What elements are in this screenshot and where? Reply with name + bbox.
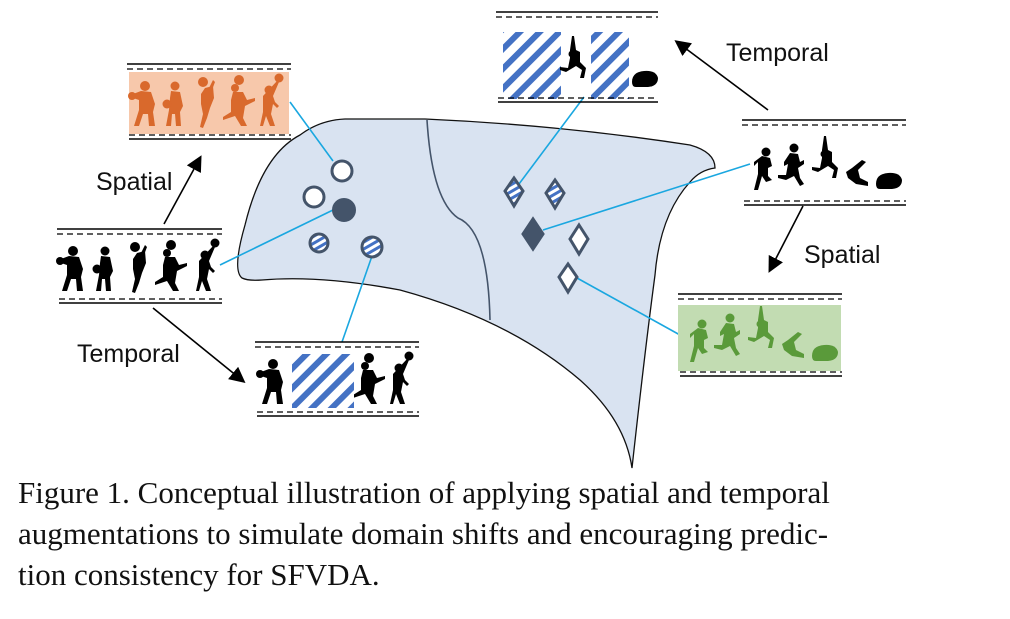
spatial-label-right: Spatial [804, 241, 880, 269]
filled-diamond-marker [521, 216, 545, 252]
connector-temporal-lj-to-striped-diamond [518, 96, 585, 185]
temporal-arrow-left [152, 307, 246, 384]
connector-lines [219, 96, 751, 343]
connector-black-lj-to-filled-diamond [542, 163, 751, 231]
feature-manifold [237, 118, 716, 469]
striped-diamond-marker [503, 175, 525, 209]
masked-frames-stripes [503, 32, 561, 99]
striped-circle-marker [360, 235, 384, 259]
clip-basketball-spatial [127, 63, 291, 140]
spatial-arrow-right [768, 205, 804, 273]
clip-longjump-temporal [496, 11, 658, 103]
augmentation-arrows [152, 40, 804, 384]
temporal-label-left: Temporal [77, 340, 180, 368]
striped-circle-marker [308, 232, 330, 254]
clip-basketball-temporal [255, 341, 419, 417]
connector-green-lj-to-diamond [576, 277, 681, 336]
connector-black-bb-to-filled-circle [219, 209, 334, 266]
hollow-circle-marker [330, 159, 354, 183]
hollow-circle-marker [302, 185, 326, 209]
spatial-label-left: Spatial [96, 168, 172, 196]
temporal-label-right: Temporal [726, 39, 829, 67]
figure-illustration: Spatial Temporal Temporal Spatial [56, 11, 906, 469]
hollow-diamond-marker [568, 222, 590, 257]
filled-circle-marker [332, 198, 356, 222]
hollow-diamond-marker [557, 261, 579, 295]
caption-line-3: tion consistency for SFVDA. [18, 557, 380, 592]
connector-temporal-bb-to-striped-circle [341, 255, 373, 343]
class-a-markers [302, 159, 384, 259]
spatial-arrow-left [163, 155, 202, 225]
masked-frames-stripes [591, 32, 629, 99]
temporal-arrow-right [674, 40, 769, 111]
caption-line-2: augmentations to simulate domain shifts … [18, 516, 829, 551]
connector-orange-to-circle [289, 101, 334, 162]
striped-diamond-marker [544, 177, 566, 211]
class-b-markers [503, 175, 590, 295]
clip-longjump-spatial [678, 293, 842, 377]
longjump-silhouettes [754, 136, 902, 190]
figure-caption: Figure 1. Conceptual illustration of app… [18, 472, 1003, 595]
clip-basketball-original [56, 228, 222, 304]
basketball-silhouettes [56, 238, 220, 293]
decision-boundary [426, 119, 491, 321]
masked-frames-stripes [292, 354, 354, 408]
manifold-surface [237, 118, 716, 469]
clip-longjump-original [742, 119, 906, 206]
caption-line-1: Figure 1. Conceptual illustration of app… [18, 475, 830, 510]
